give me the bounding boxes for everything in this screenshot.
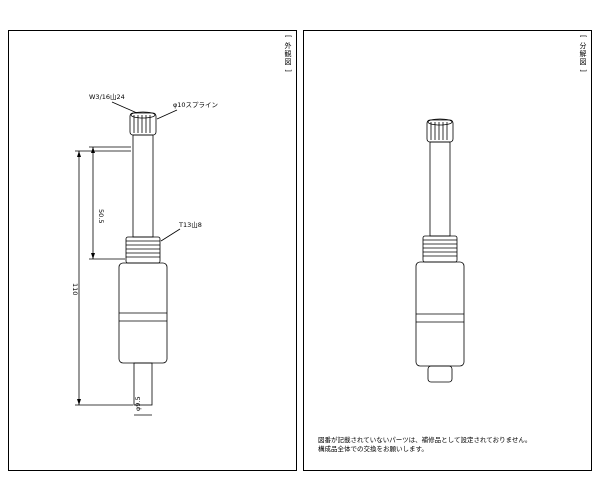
length-upper-label: 50.5: [97, 209, 105, 223]
thread-top-label: W3/16山24: [89, 92, 125, 101]
thread-mid-label: T13山8: [178, 220, 202, 229]
drawing-sheet-external: [ 外観図 ]: [8, 30, 297, 471]
parts-note: 図番が記載されていないパーツは、補修品として設定されておりません。 構成品全体で…: [318, 436, 588, 454]
note-line-2: 構成品全体での交換をお願いします。: [318, 445, 428, 453]
sheet-title: [ 分解図 ]: [579, 35, 587, 73]
external-view-drawing: W3/16山24 φ10スプライン T13山8 50.5 110 φ9.5: [71, 92, 218, 416]
upper-shaft: [429, 141, 451, 237]
exploded-view-drawing: [415, 118, 465, 383]
diameter-bottom-label: φ9.5: [134, 396, 142, 411]
length-total-label: 110: [71, 283, 79, 295]
sheet-title: [ 外観図 ]: [284, 35, 292, 73]
spline-label: φ10スプライン: [173, 101, 218, 109]
note-line-1: 図番が記載されていないパーツは、補修品として設定されておりません。: [318, 436, 532, 444]
drawing-sheet-exploded: [ 分解図 ] 図番が記載されていないパーツは、補修品として設定されておりません…: [303, 30, 592, 471]
bottom-stem: [133, 362, 153, 406]
bottom-stem: [427, 365, 453, 383]
upper-shaft: [132, 134, 154, 238]
